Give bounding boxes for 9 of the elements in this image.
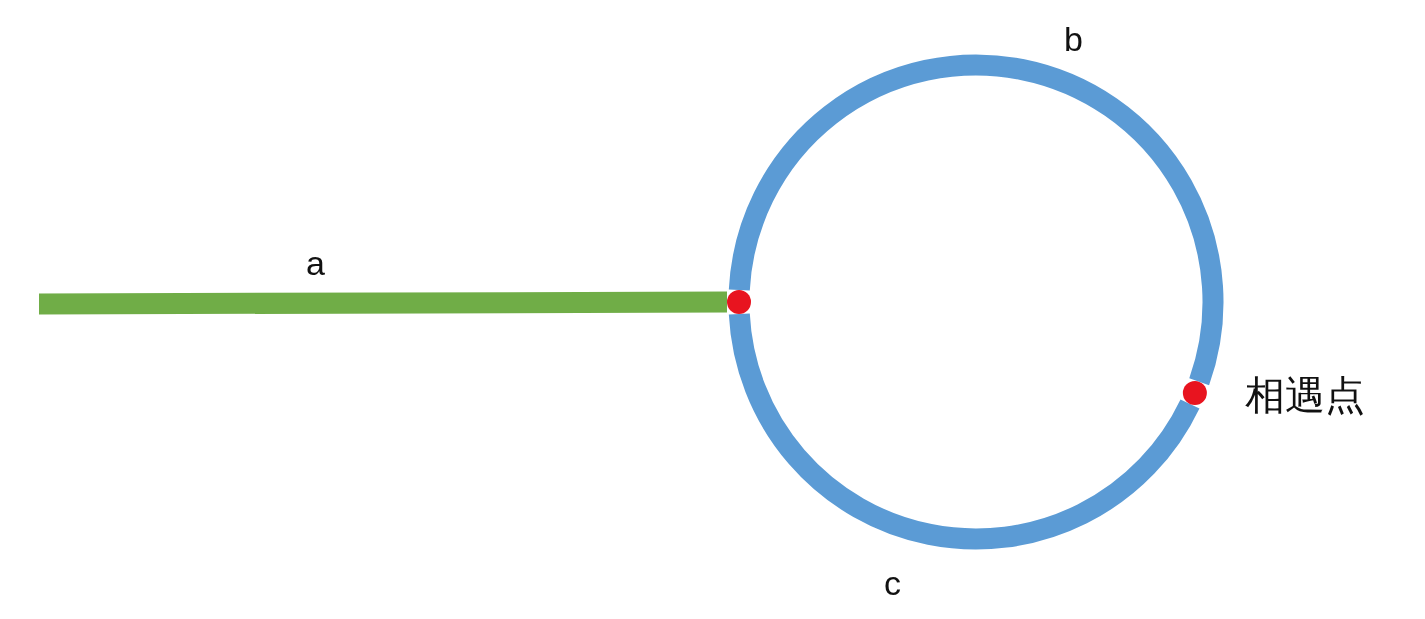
- point-dot: [1182, 380, 1207, 405]
- point-dot: [727, 290, 751, 314]
- edge-label: b: [1064, 22, 1083, 56]
- point-caption: 相遇点: [1244, 374, 1365, 415]
- circle-arc: [728, 312, 1200, 550]
- line-segment: [38, 291, 728, 315]
- edge-label: a: [306, 246, 325, 280]
- circle-arc: [728, 54, 1224, 385]
- edge-label: c: [884, 566, 901, 600]
